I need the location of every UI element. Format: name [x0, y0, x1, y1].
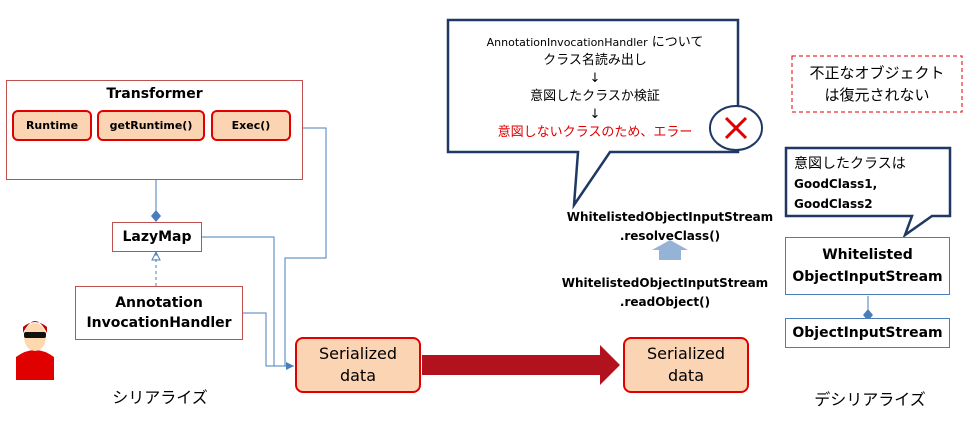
callout-error-line: 意図しないクラスのため、エラー — [497, 125, 693, 140]
note-line1: 不正なオブジェクト — [809, 64, 945, 82]
good-classes-line3: GoodClass2 — [794, 197, 873, 211]
ois-node: ObjectInputStream — [785, 318, 950, 348]
serialize-caption: シリアライズ — [112, 388, 208, 407]
attacker-icon — [16, 321, 54, 380]
good-classes-line2: GoodClass1, — [794, 177, 878, 191]
callout-line3: 意図したクラスか検証 — [530, 89, 660, 104]
aih-line2: InvocationHandler — [86, 315, 232, 331]
transformer-title: Transformer — [106, 86, 203, 102]
good-classes-line1: 意図したクラスは — [794, 156, 906, 172]
serialized-right-line2: data — [667, 366, 705, 385]
whitelisted-ois-node: Whitelisted ObjectInputStream — [785, 237, 950, 295]
resolve-line2: .resolveClass() — [619, 229, 721, 243]
callout-line1-tail: について — [651, 35, 704, 50]
callout-arrow2: ↓ — [589, 107, 601, 122]
resolve-line1: WhitelistedObjectInputStream — [566, 210, 774, 224]
callout-arrow1: ↓ — [589, 71, 601, 86]
note-box: 不正なオブジェクト は復元されない — [792, 62, 962, 106]
wois-line2: ObjectInputStream — [792, 269, 943, 285]
serialized-left-line1: Serialized — [318, 344, 398, 363]
lazymap-node: LazyMap — [112, 222, 202, 252]
serialized-data-right: Serialized data — [623, 337, 749, 393]
readobj-line2: .readObject() — [619, 295, 711, 309]
good-classes-callout: 意図したクラスは GoodClass1, GoodClass2 — [794, 154, 944, 214]
aih-line1: Annotation — [115, 295, 203, 311]
get-runtime-node: getRuntime() — [97, 110, 205, 141]
serialized-data-left: Serialized data — [295, 337, 421, 393]
callout-class-name: AnnotationInvocationHandler — [486, 36, 648, 49]
serialized-right-line1: Serialized — [646, 344, 726, 363]
exec-node: Exec() — [211, 110, 291, 141]
callout-line2: クラス名読み出し — [543, 53, 647, 68]
note-line2: は復元されない — [824, 86, 930, 104]
aih-node: Annotation InvocationHandler — [75, 286, 243, 340]
deserialize-caption: デシリアライズ — [814, 390, 926, 409]
readobj-line1: WhitelistedObjectInputStream — [561, 276, 769, 290]
read-object-label: WhitelistedObjectInputStream .readObject… — [548, 274, 782, 312]
validation-callout: AnnotationInvocationHandler について クラス名読み出… — [452, 34, 738, 142]
resolve-class-label: WhitelistedObjectInputStream .resolveCla… — [560, 208, 780, 246]
runtime-node: Runtime — [12, 110, 92, 141]
serialized-left-line2: data — [339, 366, 377, 385]
wois-line1: Whitelisted — [822, 247, 913, 263]
